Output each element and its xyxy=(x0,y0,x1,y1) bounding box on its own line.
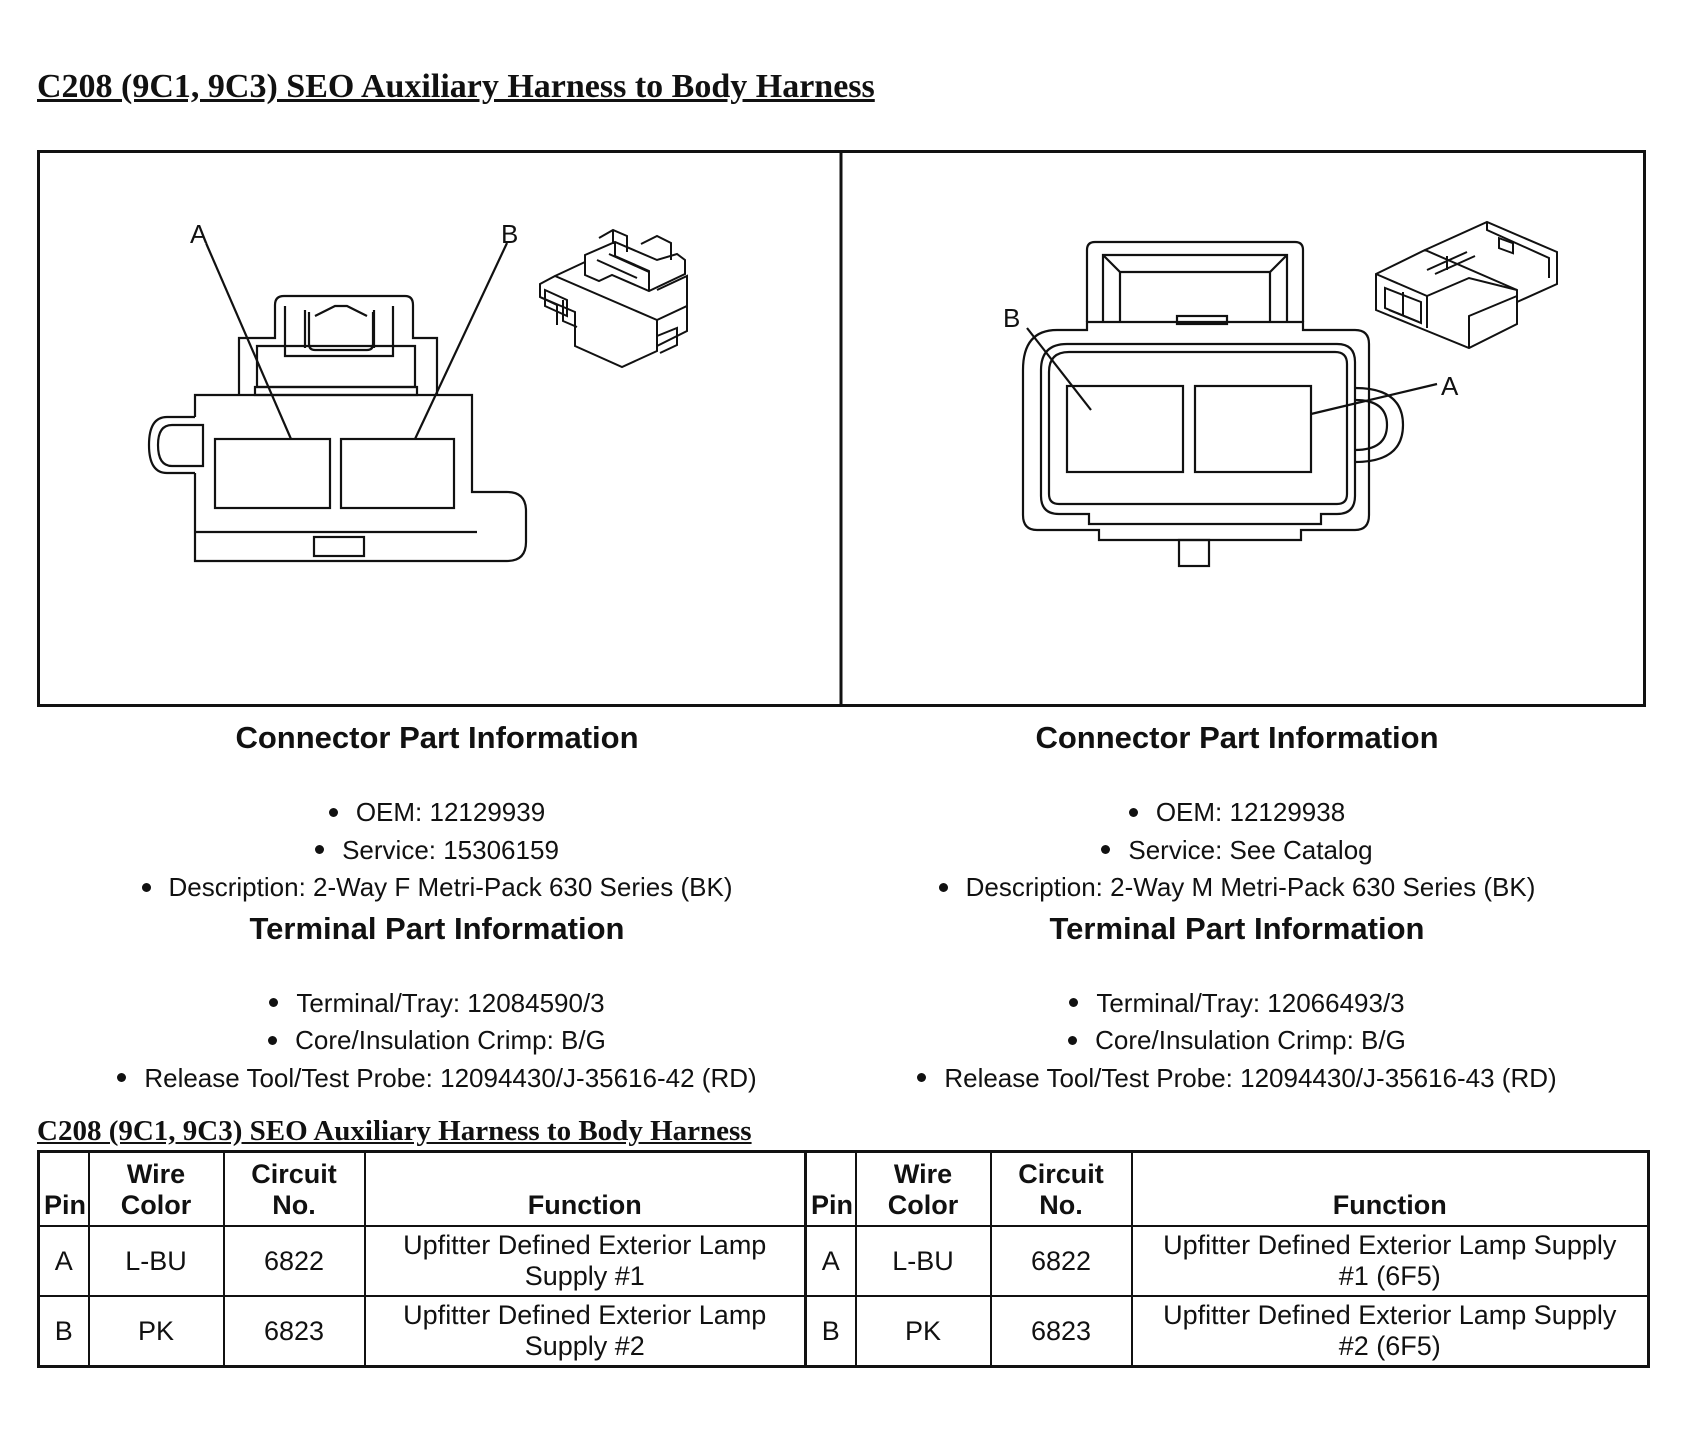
bullet-icon xyxy=(1068,1035,1078,1045)
left-part-info: Connector Part Information OEM: 12129939… xyxy=(37,716,837,1097)
right-connector-list: OEM: 12129938 Service: See Catalog Descr… xyxy=(837,794,1637,907)
cell-function: Upfitter Defined Exterior Lamp Supply#1 … xyxy=(1130,1225,1650,1297)
header-pin: Pin xyxy=(37,1150,90,1227)
bullet-icon xyxy=(938,882,948,892)
left-terminal-list: Terminal/Tray: 12084590/3 Core/Insulatio… xyxy=(37,985,837,1098)
table-row: B PK 6823 Upfitter Defined Exterior Lamp… xyxy=(37,1295,1650,1368)
cell-pin: A xyxy=(804,1225,857,1297)
cell-wire-color: PK xyxy=(854,1295,992,1368)
table-row: A L-BU 6822 Upfitter Defined Exterior La… xyxy=(37,1225,1650,1297)
cell-circuit: 6822 xyxy=(222,1225,366,1297)
list-item: Terminal/Tray: 12066493/3 xyxy=(837,985,1637,1023)
cell-wire-color: L-BU xyxy=(854,1225,992,1297)
list-item: Release Tool/Test Probe: 12094430/J-3561… xyxy=(837,1060,1637,1098)
list-item: Core/Insulation Crimp: B/G xyxy=(837,1022,1637,1060)
pin-label-a-left: A xyxy=(190,219,208,249)
male-connector-face xyxy=(1021,240,1438,568)
pin-label-a-right: A xyxy=(1441,371,1459,401)
list-item: Service: See Catalog xyxy=(837,832,1637,870)
list-item: OEM: 12129939 xyxy=(37,794,837,832)
bullet-icon xyxy=(1101,845,1111,855)
left-connector-heading: Connector Part Information xyxy=(235,720,639,755)
right-terminal-heading: Terminal Part Information xyxy=(1049,910,1425,946)
list-item: Description: 2-Way F Metri-Pack 630 Seri… xyxy=(37,869,837,907)
cell-circuit: 6823 xyxy=(222,1295,366,1368)
header-function: Function xyxy=(1130,1150,1650,1227)
list-item: OEM: 12129938 xyxy=(837,794,1637,832)
bullet-icon xyxy=(315,845,325,855)
cell-circuit: 6822 xyxy=(989,1225,1133,1297)
list-item: Description: 2-Way M Metri-Pack 630 Seri… xyxy=(837,869,1637,907)
pin-label-b-left: B xyxy=(501,219,518,249)
female-connector-isometric xyxy=(539,228,688,369)
list-item: Core/Insulation Crimp: B/G xyxy=(37,1022,837,1060)
cell-pin: A xyxy=(37,1225,90,1297)
header-function: Function xyxy=(363,1150,807,1227)
connector-diagram-frame: A B xyxy=(37,150,1646,707)
bullet-icon xyxy=(117,1073,127,1083)
bullet-icon xyxy=(328,807,338,817)
bullet-icon xyxy=(141,882,151,892)
cell-wire-color: PK xyxy=(87,1295,225,1368)
right-connector-heading: Connector Part Information xyxy=(1035,720,1439,755)
pin-label-b-right: B xyxy=(1003,303,1020,333)
list-item: Terminal/Tray: 12084590/3 xyxy=(37,985,837,1023)
male-connector-isometric xyxy=(1375,220,1558,350)
female-connector-face xyxy=(147,242,528,563)
bullet-icon xyxy=(269,998,279,1008)
table-title: C208 (9C1, 9C3) SEO Auxiliary Harness to… xyxy=(37,1115,752,1147)
left-terminal-heading: Terminal Part Information xyxy=(249,910,625,946)
cell-circuit: 6823 xyxy=(989,1295,1133,1368)
page-title: C208 (9C1, 9C3) SEO Auxiliary Harness to… xyxy=(37,68,875,105)
cell-pin: B xyxy=(804,1295,857,1368)
right-part-info: Connector Part Information OEM: 12129938… xyxy=(837,716,1637,1097)
cell-wire-color: L-BU xyxy=(87,1225,225,1297)
connector-diagram: A B xyxy=(37,150,1646,707)
list-item: Release Tool/Test Probe: 12094430/J-3561… xyxy=(37,1060,837,1098)
bullet-icon xyxy=(917,1073,927,1083)
bullet-icon xyxy=(1128,807,1138,817)
cell-pin: B xyxy=(37,1295,90,1368)
header-pin: Pin xyxy=(804,1150,857,1227)
bullet-icon xyxy=(1069,998,1079,1008)
bullet-icon xyxy=(268,1035,278,1045)
list-item: Service: 15306159 xyxy=(37,832,837,870)
cell-function: Upfitter Defined Exterior Lamp Supply#2 … xyxy=(1130,1295,1650,1368)
right-terminal-list: Terminal/Tray: 12066493/3 Core/Insulatio… xyxy=(837,985,1637,1098)
left-connector-list: OEM: 12129939 Service: 15306159 Descript… xyxy=(37,794,837,907)
